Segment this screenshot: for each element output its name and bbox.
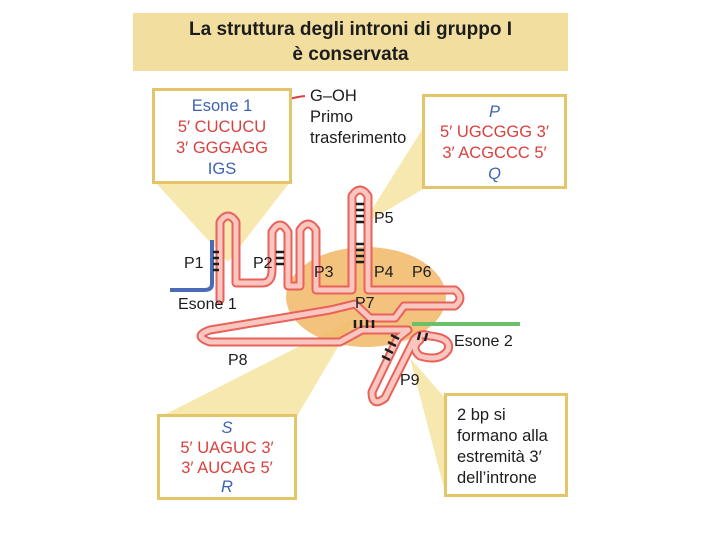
s-label: S [221, 419, 233, 437]
rna-backbone [196, 185, 465, 407]
label-p3: P3 [314, 264, 334, 281]
exon-label: Esone 1 [191, 97, 253, 115]
label-p2: P2 [253, 255, 273, 272]
label-p8: P8 [228, 352, 248, 369]
bp-line-2: formano alla [457, 427, 548, 445]
label-p7: P7 [355, 295, 375, 312]
bp-line-4: dell’introne [457, 469, 537, 487]
callout-wedge-pq [362, 125, 425, 225]
title-line-1: La struttura degli introni di gruppo I [189, 19, 512, 40]
label-exon1: Esone 1 [178, 296, 237, 313]
sr-sequence-box: S 5′ UAGUC 3′ 3′ AUCAG 5′ R [157, 414, 297, 500]
callout-wedge-bp [410, 358, 445, 492]
label-exon2: Esone 2 [454, 333, 513, 350]
q-label: Q [488, 165, 501, 183]
pq-seq-top: 5′ UGCGGG 3′ [440, 123, 549, 141]
title-banner: La struttura degli introni di gruppo I è… [133, 13, 568, 71]
sr-seq-top: 5′ UAGUC 3′ [180, 439, 274, 457]
goh-note: G–OH Primo trasferimento [300, 85, 420, 155]
bp-line-1: 2 bp si [457, 406, 506, 424]
bp-note-box: 2 bp si formano alla estremità 3′ dell’i… [444, 393, 568, 497]
label-p4: P4 [374, 264, 394, 281]
label-p9: P9 [400, 372, 420, 389]
pq-seq-bottom: 3′ ACGCCC 5′ [442, 144, 547, 162]
exon-seq-bottom: 3′ GGGAGG [175, 139, 269, 157]
goh-line-3: trasferimento [310, 129, 407, 147]
label-p1: P1 [184, 255, 204, 272]
catalytic-core [286, 247, 446, 347]
p-label: P [488, 103, 500, 121]
exon-sequence-box: Esone 1 5′ CUCUCU 3′ GGGAGG IGS [152, 88, 292, 184]
pq-sequence-box: P 5′ UGCGGG 3′ 3′ ACGCCC 5′ Q [422, 94, 567, 189]
goh-line-2: Primo [310, 108, 354, 126]
title-line-2: è conservata [292, 44, 409, 65]
label-p5: P5 [374, 210, 394, 227]
r-label: R [221, 478, 233, 496]
exon1-strand [170, 240, 214, 292]
igs-label: IGS [207, 160, 237, 178]
sr-seq-bottom: 3′ AUCAG 5′ [181, 459, 273, 477]
label-p6: P6 [412, 264, 432, 281]
exon-seq-top: 5′ CUCUCU [177, 118, 267, 136]
base-pair-ticks [213, 202, 429, 362]
bp-line-3: estremità 3′ [457, 448, 542, 466]
goh-line-1: G–OH [310, 87, 357, 105]
